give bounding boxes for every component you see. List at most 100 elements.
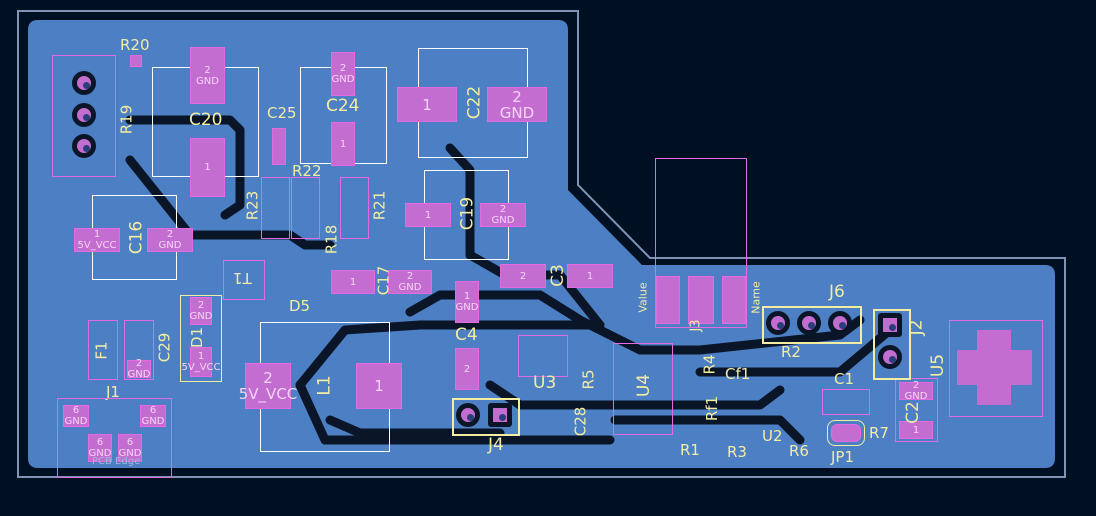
pad-c20-1[interactable]: 1 bbox=[190, 138, 225, 197]
ref-J4[interactable]: J4 bbox=[488, 435, 504, 455]
ref-R22[interactable]: R22 bbox=[292, 162, 322, 180]
ref-R7[interactable]: R7 bbox=[869, 424, 889, 442]
ref-D1[interactable]: D1 bbox=[188, 326, 207, 349]
pad-c3-2[interactable]: 2 bbox=[500, 264, 546, 288]
ref-C3[interactable]: C3 bbox=[547, 264, 568, 287]
ref-D5[interactable]: D5 bbox=[289, 297, 311, 315]
ref-J1[interactable]: J1 bbox=[106, 383, 120, 401]
d1-outline bbox=[180, 295, 222, 382]
through-hole-pad[interactable] bbox=[488, 403, 512, 427]
c2-courtyard bbox=[895, 378, 938, 442]
through-hole-pad[interactable] bbox=[878, 345, 902, 369]
j3-pad[interactable] bbox=[656, 276, 680, 324]
pad-c2-1[interactable]: 1 bbox=[899, 421, 933, 439]
u5-pad[interactable] bbox=[957, 350, 1032, 385]
ref-C2[interactable]: C2 bbox=[902, 401, 923, 424]
ref-J2[interactable]: J2 bbox=[906, 319, 927, 336]
through-hole-pad[interactable] bbox=[456, 403, 480, 427]
ref-U5[interactable]: U5 bbox=[928, 353, 949, 378]
jp1-outline bbox=[827, 420, 865, 446]
ref-R4[interactable]: R4 bbox=[700, 354, 719, 375]
ref-R6[interactable]: R6 bbox=[789, 442, 809, 460]
board-outline bbox=[17, 10, 1066, 478]
ref-C24[interactable]: C24 bbox=[326, 96, 360, 116]
pad-c22-1[interactable]: 1 bbox=[397, 87, 457, 122]
ref-U4[interactable]: U4 bbox=[634, 373, 655, 398]
ref-C1[interactable]: C1 bbox=[834, 370, 855, 388]
ref-C4[interactable]: C4 bbox=[455, 325, 478, 345]
ref-R18[interactable]: R18 bbox=[322, 224, 341, 255]
jp1-pad[interactable] bbox=[831, 424, 861, 442]
ref-L1[interactable]: L1 bbox=[314, 375, 335, 396]
j2-outline bbox=[873, 309, 911, 380]
through-hole-pad[interactable] bbox=[72, 71, 96, 95]
ref-R20[interactable]: R20 bbox=[120, 36, 150, 54]
through-hole-pad[interactable] bbox=[878, 313, 902, 337]
ref-C16[interactable]: C16 bbox=[126, 220, 147, 255]
ref-J3[interactable]: J3 bbox=[688, 319, 704, 332]
ref-U2[interactable]: U2 bbox=[762, 427, 783, 445]
ref-J6[interactable]: J6 bbox=[829, 282, 845, 302]
ref-C20[interactable]: C20 bbox=[189, 110, 223, 130]
through-hole-pad[interactable] bbox=[766, 311, 790, 335]
ref-F1[interactable]: F1 bbox=[92, 341, 111, 360]
ref-C28[interactable]: C28 bbox=[571, 406, 590, 437]
ref-C17[interactable]: C17 bbox=[374, 265, 393, 296]
ref-R19[interactable]: R19 bbox=[117, 104, 136, 135]
pad-c19-1[interactable]: 1 bbox=[405, 203, 451, 227]
ref-R23[interactable]: R23 bbox=[243, 190, 262, 221]
r23-courtyard bbox=[261, 177, 290, 239]
through-hole-pad[interactable] bbox=[828, 311, 852, 335]
ref-R1[interactable]: R1 bbox=[680, 441, 700, 459]
j3-pad[interactable] bbox=[688, 276, 714, 324]
ref-R2[interactable]: R2 bbox=[781, 343, 801, 361]
pad[interactable] bbox=[272, 128, 286, 165]
ref-U3[interactable]: U3 bbox=[533, 373, 557, 393]
ref-Rf1[interactable]: Rf1 bbox=[703, 395, 722, 422]
pad-c3-1[interactable]: 1 bbox=[567, 264, 613, 288]
ref-C29[interactable]: C29 bbox=[155, 332, 174, 363]
j3-pad[interactable] bbox=[722, 276, 746, 324]
pad[interactable] bbox=[130, 55, 142, 67]
ref-R3[interactable]: R3 bbox=[727, 443, 747, 461]
ref-R5[interactable]: R5 bbox=[579, 369, 598, 390]
through-hole-pad[interactable] bbox=[72, 103, 96, 127]
pcb-edge-label: PCB Edge bbox=[92, 456, 141, 467]
j4-outline bbox=[452, 398, 520, 436]
r21-courtyard bbox=[340, 177, 369, 239]
ref-C22[interactable]: C22 bbox=[464, 85, 485, 120]
ref-Cf1[interactable]: Cf1 bbox=[725, 365, 751, 383]
pad-c24-1[interactable]: 1 bbox=[331, 122, 355, 166]
pad-c17-1[interactable]: 1 bbox=[331, 270, 375, 294]
f1-courtyard bbox=[88, 320, 118, 380]
ref-C25[interactable]: C25 bbox=[267, 104, 297, 122]
through-hole-pad[interactable] bbox=[72, 134, 96, 158]
c29-courtyard bbox=[124, 320, 154, 380]
pad-c4-2[interactable]: 2 bbox=[455, 348, 479, 390]
ref-R21[interactable]: R21 bbox=[370, 190, 389, 221]
ref-T1[interactable]: T1 bbox=[233, 269, 252, 287]
ref-JP1[interactable]: JP1 bbox=[831, 448, 855, 466]
ref-C19[interactable]: C19 bbox=[457, 196, 478, 231]
pad-l1-1[interactable]: 1 bbox=[356, 363, 402, 409]
through-hole-pad[interactable] bbox=[797, 311, 821, 335]
connector-courtyard bbox=[52, 55, 116, 177]
